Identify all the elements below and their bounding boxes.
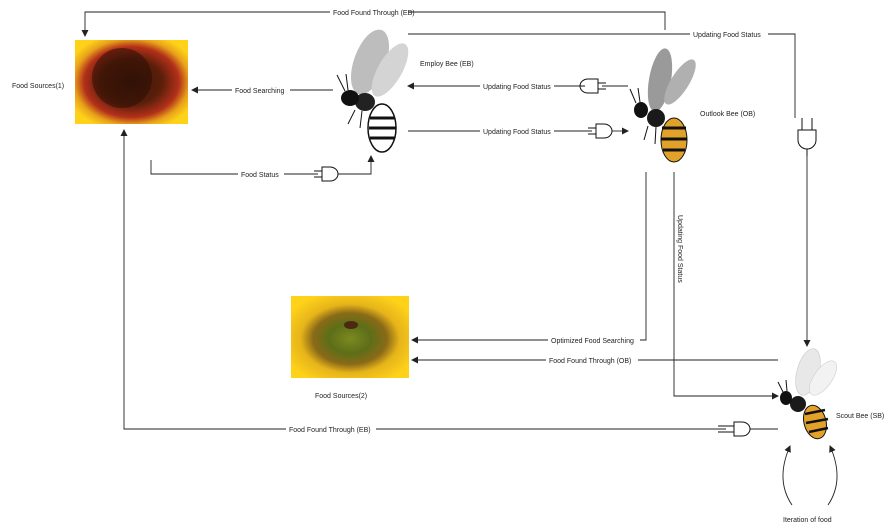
- edge-updating-2-label: Updating Food Status: [483, 129, 551, 136]
- edge-optimized-label: Optimized Food Searching: [551, 338, 634, 345]
- edge-optimized: [412, 172, 646, 340]
- edge-updating-1-label: Updating Food Status: [483, 84, 551, 91]
- outlook-bee-icon: [630, 47, 701, 162]
- edge-top-updating-label: Updating Food Status: [693, 32, 761, 39]
- employ-bee-label: Employ Bee (EB): [420, 61, 474, 68]
- edge-updating-vertical: [674, 172, 778, 396]
- edge-top-food-found-label: Food Found Through (EB): [333, 10, 415, 17]
- and-gate-icon: [798, 118, 816, 156]
- scout-bee-icon: [778, 346, 842, 441]
- edge-food-searching-label: Food Searching: [235, 88, 285, 95]
- edge-top-updating: [408, 34, 795, 118]
- edge-iteration-left: [783, 446, 792, 505]
- food-source-2-image: [291, 296, 409, 378]
- edge-updating-vertical-label: Updating Food Status: [676, 215, 683, 283]
- food-source-2-label: Food Sources(2): [315, 393, 367, 400]
- food-source-1-image: [75, 40, 188, 124]
- edge-iteration-right: [828, 446, 837, 505]
- employ-bee-icon: [337, 25, 415, 152]
- outlook-bee-label: Outlook Bee (OB): [700, 111, 755, 118]
- edge-found-eb-bottom-label: Food Found Through (EB): [289, 427, 371, 434]
- edge-food-status: [151, 160, 318, 174]
- edge-found-ob-label: Food Found Through (OB): [549, 358, 631, 365]
- food-source-1-label: Food Sources(1): [12, 83, 64, 90]
- edge-food-status-label: Food Status: [241, 172, 279, 179]
- scout-bee-label: Scout Bee (SB): [836, 413, 884, 420]
- edge-iteration-label: Iteration of food: [783, 517, 832, 524]
